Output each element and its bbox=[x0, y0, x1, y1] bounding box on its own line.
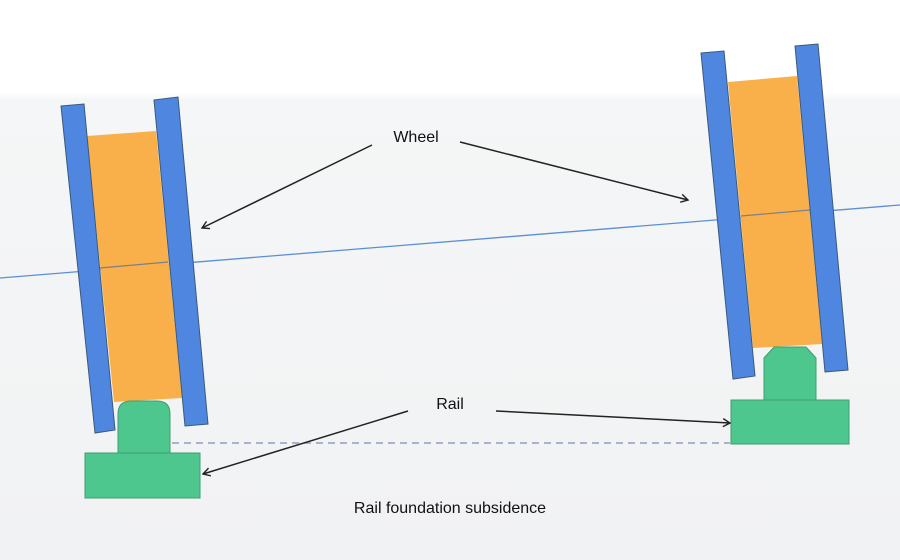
left-rail-head bbox=[117, 400, 171, 454]
right-wheel-inner-flange bbox=[794, 43, 849, 373]
right-wheel-tread bbox=[728, 76, 822, 348]
left-wheel bbox=[60, 96, 209, 434]
left-wheel-tread-divider bbox=[99, 261, 169, 269]
right-wheel bbox=[700, 43, 849, 380]
right-rail bbox=[730, 346, 850, 445]
wheel-arrow-left bbox=[200, 144, 373, 230]
right-rail-head bbox=[763, 346, 817, 401]
rail-arrow-right bbox=[495, 410, 732, 428]
right-wheel-tread-divider bbox=[740, 209, 811, 217]
caption-label: Rail foundation subsidence bbox=[353, 500, 547, 517]
left-wheel-tread bbox=[87, 131, 182, 402]
rail-label: Rail bbox=[436, 396, 464, 413]
right-rail-base bbox=[730, 399, 850, 445]
left-wheel-inner-flange bbox=[153, 96, 209, 427]
rail-arrow-left bbox=[201, 410, 409, 477]
wheel-label: Wheel bbox=[393, 129, 439, 146]
wheel-arrow-right bbox=[459, 141, 690, 203]
right-wheel-outer-flange bbox=[700, 50, 756, 380]
left-rail-base bbox=[84, 452, 201, 499]
left-rail bbox=[84, 400, 201, 499]
left-wheel-outer-flange bbox=[60, 103, 116, 434]
